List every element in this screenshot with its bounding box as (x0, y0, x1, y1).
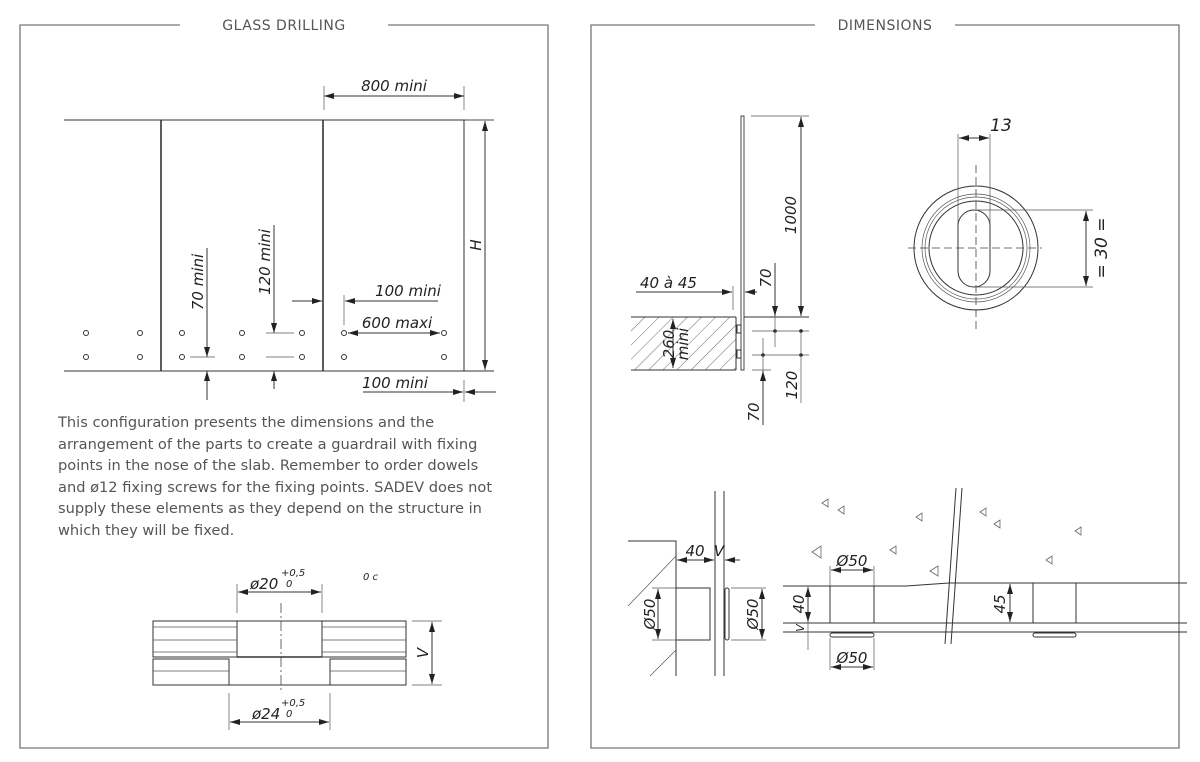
dim-label-d50: Ø50 (744, 599, 762, 631)
dim-label-d50: Ø50 (836, 649, 868, 667)
dim-label-1000: 1000 (782, 196, 800, 234)
dim-label-v: V (714, 542, 726, 560)
dim-label-260: 260 (660, 330, 678, 359)
slab-section-drawing: Ø50 Ø50 40 V 45 (783, 487, 1187, 670)
dim-label-40: 40 (790, 594, 808, 613)
glass-elevation-drawing: 800 mini H 70 mini 120 mini 100 mini 600… (64, 77, 496, 402)
dowel-detail-drawing: 40 V Ø50 Ø50 (627, 491, 766, 677)
dim-label-h: H (467, 239, 485, 250)
dim-label-45: 45 (991, 594, 1009, 613)
dim-label-70-upper: 70 (757, 268, 775, 287)
dim-label-d20: ø20 (249, 575, 278, 593)
rosette (1032, 632, 1077, 638)
dim-label-70-lower: 70 (745, 402, 763, 421)
tolerance-lower: 0 (286, 579, 292, 590)
dim-label-v: V (414, 646, 432, 658)
tolerance-upper: +0,5 (281, 698, 305, 709)
concrete-aggregate (811, 498, 1082, 577)
description-line: points in the nose of the slab. Remember… (58, 457, 479, 474)
dim-label-d24: ø24 (251, 705, 280, 723)
hole-section-drawing: ø20 +0,5 0 0 c V ø24 +0,5 0 (152, 568, 442, 730)
dim-label-40: 40 (685, 542, 704, 560)
dim-label-70-mini: 70 mini (189, 253, 207, 310)
dim-label-mini: mini (674, 327, 692, 360)
description-line: arrangement of the parts to create a gua… (58, 435, 478, 453)
slot-view-drawing: 13 = 30 = (908, 116, 1112, 332)
dim-label-100-mini-bottom: 100 mini (362, 374, 429, 392)
dim-label-120: 120 (783, 371, 801, 400)
dim-label-d50: Ø50 (641, 599, 659, 631)
dim-label-600-maxi: 600 maxi (362, 314, 433, 332)
panel-title: GLASS DRILLING (222, 18, 345, 34)
dim-label-120-mini: 120 mini (256, 228, 274, 295)
panel-frame (19, 24, 549, 749)
glass-drilling-panel: GLASS DRILLING (19, 18, 549, 749)
panel-title: DIMENSIONS (838, 18, 933, 34)
dim-label-d50: Ø50 (836, 552, 868, 570)
dim-label-30: = 30 = (1092, 218, 1112, 279)
dim-label-v: V (794, 623, 807, 632)
description-line: This configuration presents the dimensio… (58, 414, 435, 431)
fixing-holes (83, 330, 447, 360)
tolerance-lower: 0 (286, 709, 292, 720)
description-line: supply these elements as they depend on … (58, 500, 482, 517)
tolerance-upper: +0,5 (281, 568, 305, 579)
description-line: which they will be fixed. (58, 521, 235, 539)
dim-label-100-mini: 100 mini (375, 282, 442, 300)
side-view-drawing: 1000 70 120 70 40 à 45 260 mini (631, 115, 809, 425)
dim-label-13: 13 (990, 116, 1012, 136)
dim-label-800-mini: 800 mini (361, 77, 428, 95)
dowel (675, 587, 711, 641)
dowel (829, 585, 875, 624)
rosette (829, 632, 875, 638)
slot-hole (957, 209, 991, 288)
dowel (1032, 582, 1077, 624)
rosette (724, 587, 730, 641)
dimensions-panel: DIMENSIONS (590, 18, 1180, 749)
panel-frame (590, 24, 1180, 749)
glass-panel (740, 115, 745, 371)
description-line: and ø12 fixing screws for the fixing poi… (58, 478, 493, 496)
note-label: 0 c (363, 572, 379, 583)
configuration-description: This configuration presents the dimensio… (58, 412, 548, 541)
dim-label-40-a-45: 40 à 45 (640, 274, 697, 292)
